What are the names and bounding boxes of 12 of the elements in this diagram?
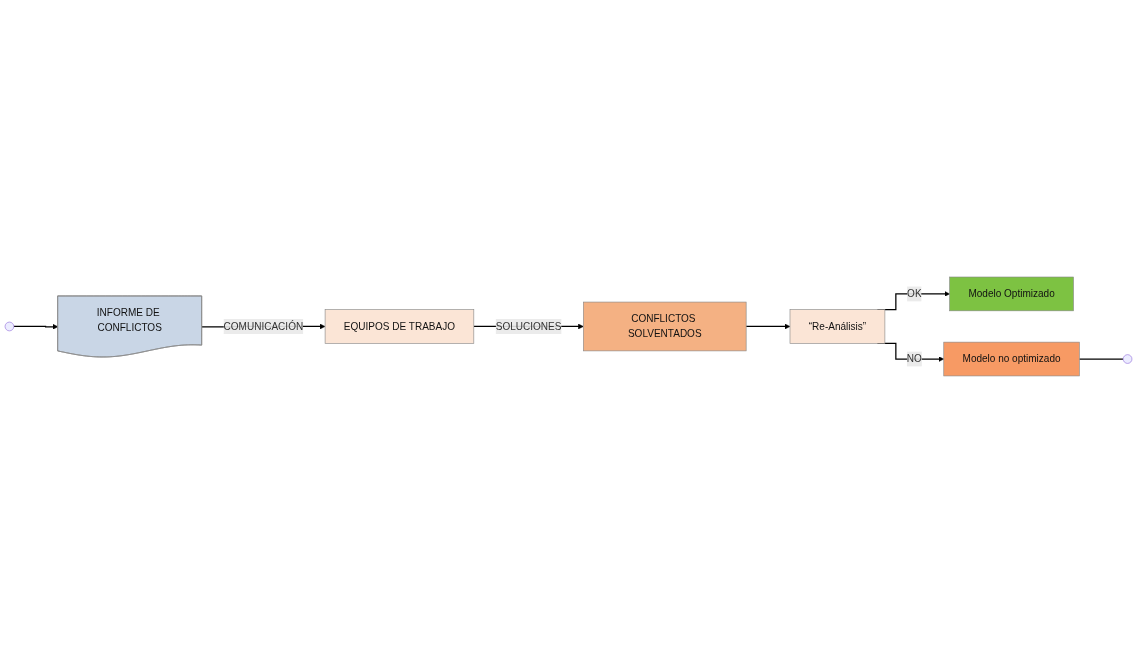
edge-label: COMUNICACIÓN bbox=[223, 320, 304, 331]
connector bbox=[1078, 357, 1124, 360]
edge-label: NO bbox=[906, 352, 922, 364]
node-box: EQUIPOS DE TRABAJO bbox=[324, 308, 475, 344]
arrow bbox=[13, 323, 59, 330]
node-box: CONFLICTOS SOLVENTADOS bbox=[583, 301, 747, 351]
node-box: Modelo Optimizado bbox=[949, 276, 1074, 311]
node-box: Modelo no optimizado bbox=[943, 341, 1080, 376]
edge-label: SOLUCIONES bbox=[495, 320, 562, 331]
node-box: “Re-Análisis” bbox=[789, 308, 886, 344]
edge-label: OK bbox=[907, 287, 922, 299]
arrow bbox=[745, 323, 791, 329]
